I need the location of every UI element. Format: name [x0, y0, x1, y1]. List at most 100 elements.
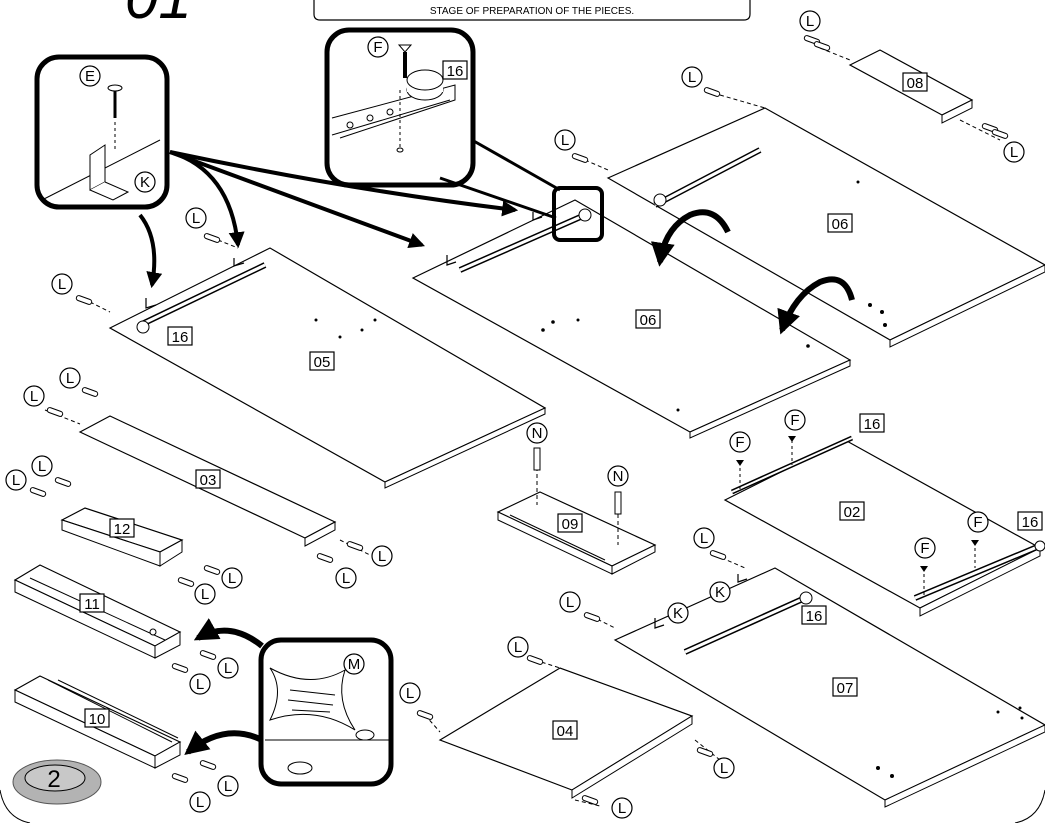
svg-text:09: 09 — [562, 516, 579, 533]
rail-screw-badge: F — [967, 511, 989, 533]
header-banner — [313, 0, 751, 21]
dowel-badge: L — [217, 775, 239, 797]
svg-text:02: 02 — [844, 504, 861, 521]
glue-arrow-1 — [193, 618, 264, 649]
dowel-badge: L — [507, 636, 529, 658]
page-number-plate — [24, 764, 86, 792]
svg-text:L: L — [66, 370, 74, 387]
svg-text:K: K — [140, 174, 150, 191]
svg-text:06: 06 — [832, 216, 849, 233]
detail-highlight-box — [552, 186, 604, 242]
svg-text:06: 06 — [640, 312, 657, 329]
svg-text:L: L — [406, 685, 414, 702]
dowel-badge: L — [221, 567, 243, 589]
dowel-badge: L — [1003, 141, 1025, 163]
panel-06-front-label: 06 — [635, 309, 661, 329]
dowel-badge: L — [189, 791, 211, 813]
svg-text:L: L — [688, 69, 696, 86]
dowel-badge: L — [194, 583, 216, 605]
panel-11-label: 11 — [79, 593, 105, 613]
rail-screw-badge: F — [784, 409, 806, 431]
dowel-badge: L — [185, 207, 207, 229]
svg-text:L: L — [561, 132, 569, 149]
svg-text:F: F — [973, 514, 982, 531]
panel-10-label: 10 — [84, 708, 110, 728]
dowel-badge: L — [554, 129, 576, 151]
detail-screw-badge: E — [79, 65, 101, 87]
svg-text:10: 10 — [89, 711, 106, 728]
dowel-badge: L — [59, 367, 81, 389]
leader-arrow-1 — [138, 213, 163, 289]
svg-text:L: L — [38, 458, 46, 475]
rail-02b-label: 16 — [1017, 511, 1043, 531]
svg-text:K: K — [673, 605, 683, 622]
dowel-badge: L — [681, 66, 703, 88]
rotate-arrow-upper — [650, 209, 731, 267]
panel-07-label: 07 — [832, 677, 858, 697]
panel-04-label: 04 — [552, 720, 578, 740]
svg-text:L: L — [378, 548, 386, 565]
svg-text:L: L — [700, 530, 708, 547]
svg-text:L: L — [566, 594, 574, 611]
dowel-badge: L — [189, 673, 211, 695]
panel-06-rear — [584, 94, 1045, 348]
svg-text:L: L — [806, 13, 814, 30]
cam-bolts — [533, 447, 622, 515]
panel-08-label: 08 — [902, 72, 928, 92]
detail-rail-label: 16 — [442, 60, 468, 80]
panel-06-rear-label: 06 — [827, 213, 853, 233]
bracket-badge: K — [667, 602, 689, 624]
cam-bolt-badge: N — [607, 465, 629, 487]
svg-text:M: M — [348, 656, 361, 673]
svg-text:F: F — [790, 412, 799, 429]
panel-09-label: 09 — [557, 513, 583, 533]
dowel-badge: L — [23, 385, 45, 407]
rail-07-label: 16 — [801, 605, 827, 625]
svg-text:L: L — [224, 778, 232, 795]
svg-text:16: 16 — [447, 63, 464, 80]
svg-text:N: N — [532, 425, 543, 442]
dowel-badge: L — [611, 797, 633, 819]
svg-text:L: L — [1010, 144, 1018, 161]
panel-03-label: 03 — [195, 469, 221, 489]
rail-05-label: 16 — [167, 326, 193, 346]
panel-08 — [819, 47, 1001, 141]
dowel-badge: L — [559, 591, 581, 613]
page-frame — [0, 789, 1045, 823]
svg-text:12: 12 — [114, 521, 131, 538]
svg-text:16: 16 — [806, 608, 823, 625]
stage-number: 01 — [125, 0, 192, 31]
detail-callout-bracket — [34, 54, 170, 210]
svg-text:L: L — [720, 760, 728, 777]
rotate-arrow-lower — [777, 276, 855, 335]
dowel-badge: L — [693, 527, 715, 549]
svg-text:K: K — [715, 584, 725, 601]
glue-arrow-2 — [184, 730, 264, 756]
svg-text:L: L — [12, 472, 20, 489]
svg-text:E: E — [85, 68, 95, 85]
dowel-badge: L — [371, 545, 393, 567]
svg-text:04: 04 — [557, 723, 574, 740]
svg-text:L: L — [228, 570, 236, 587]
svg-text:L: L — [342, 570, 350, 587]
dowel-badge: L — [217, 657, 239, 679]
rail-02a-label: 16 — [859, 413, 885, 433]
detail-callout-glue — [258, 637, 394, 787]
svg-text:L: L — [618, 800, 626, 817]
svg-text:08: 08 — [907, 75, 924, 92]
detail-callout-rail — [324, 27, 476, 188]
svg-text:16: 16 — [864, 416, 881, 433]
dowel-badge: L — [335, 567, 357, 589]
dowel-badge: L — [31, 455, 53, 477]
svg-text:F: F — [920, 540, 929, 557]
header-caption: STAGE OF PREPARATION OF THE PIECES. — [430, 6, 634, 17]
panel-06-front — [411, 199, 852, 439]
detail-rail-screw-badge: F — [367, 36, 389, 58]
dowel-badge: L — [799, 10, 821, 32]
detail-leader-a — [439, 176, 557, 220]
svg-text:L: L — [196, 676, 204, 693]
page-number: 2 — [47, 766, 60, 793]
panel-02-label: 02 — [839, 501, 865, 521]
svg-text:L: L — [192, 210, 200, 227]
